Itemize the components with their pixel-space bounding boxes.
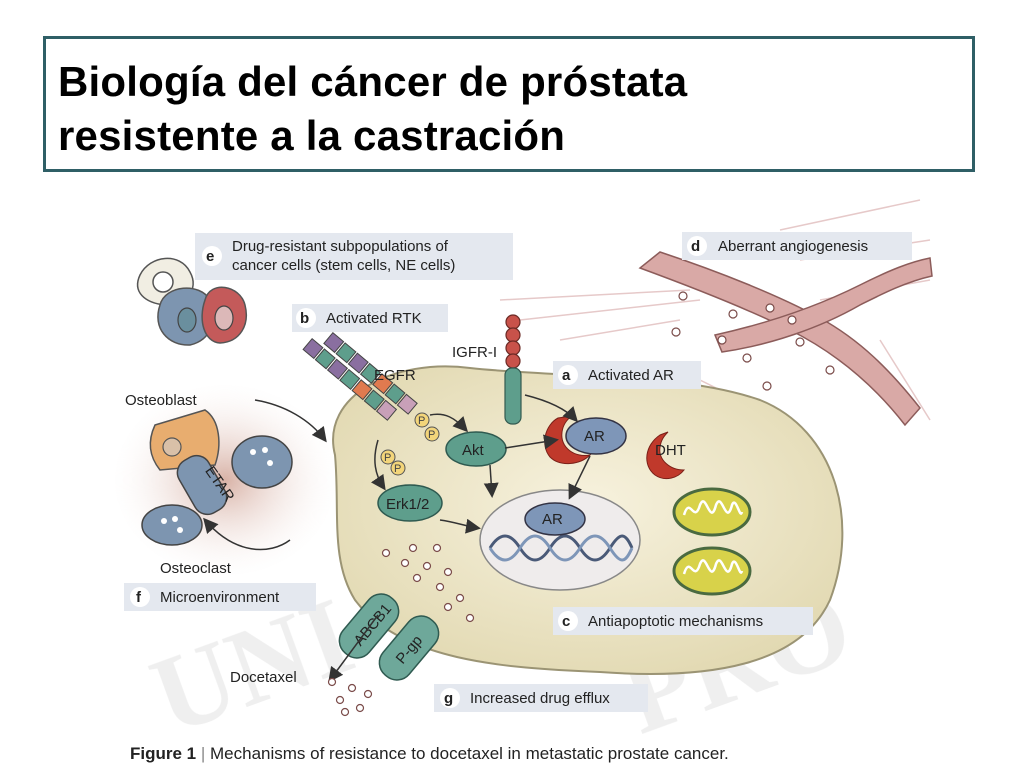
signaling-arrows (371, 394, 591, 534)
phospho-label-1: P (418, 415, 425, 427)
panel-text-d: Aberrant angiogenesis (718, 238, 868, 255)
erk-label: Erk1/2 (386, 496, 429, 513)
nuclear-ar-label: AR (542, 511, 563, 528)
panel-letter-b: b (300, 310, 309, 327)
figure-caption: Figure 1 | Mechanisms of resistance to d… (130, 744, 729, 764)
phospho-label-4: P (394, 463, 401, 475)
panel-text-g: Increased drug efflux (470, 690, 610, 707)
title-box: Biología del cáncer de próstata resisten… (43, 36, 975, 172)
panel-letter-c: c (562, 613, 570, 630)
nuclear-ar (524, 502, 586, 536)
caption-text: Mechanisms of resistance to docetaxel in… (210, 744, 729, 763)
cytoplasmic-ar (565, 417, 627, 455)
phospho-label-2: P (428, 429, 435, 441)
osteoclast-label: Osteoclast (160, 560, 232, 577)
stem-cells-cluster (136, 257, 247, 346)
title-line-1: Biología del cáncer de próstata (58, 58, 688, 105)
dht-icon (646, 431, 686, 480)
panel-text-e-line2: cancer cells (stem cells, NE cells) (232, 257, 455, 274)
panel-label-g: g Increased drug efflux (434, 684, 648, 712)
panel-letter-a: a (562, 367, 571, 384)
panel-letter-d: d (691, 238, 700, 255)
panel-label-a: a Activated AR (553, 361, 701, 389)
title-line-2: resistente a la castración (58, 112, 566, 159)
panel-label-c: c Antiapoptotic mechanisms (553, 607, 813, 635)
phospho-label-3: P (384, 452, 391, 464)
panel-text-f: Microenvironment (160, 589, 280, 606)
panel-text-a: Activated AR (588, 367, 674, 384)
cytoplasmic-ar-label: AR (584, 428, 605, 445)
panel-text-c: Antiapoptotic mechanisms (588, 613, 763, 630)
erk-node (377, 484, 443, 522)
panel-label-d: d Aberrant angiogenesis (682, 232, 912, 260)
docetaxel-molecules (327, 543, 475, 717)
egfr-label: EGFR (374, 367, 416, 384)
panel-label-f: f Microenvironment (124, 583, 316, 611)
panel-letter-e: e (206, 248, 214, 265)
akt-node (445, 431, 507, 467)
igfr-label: IGFR-I (452, 344, 497, 361)
dna-icon (488, 534, 634, 562)
panel-letter-g: g (444, 690, 453, 707)
osteoblast-label: Osteoblast (125, 392, 198, 409)
egfr-receptor: P P P P (302, 331, 440, 476)
igfr-receptor (504, 314, 522, 425)
panel-text-b: Activated RTK (326, 310, 422, 327)
akt-label: Akt (462, 442, 485, 459)
figure-number: Figure 1 (130, 744, 197, 763)
dht-label: DHT (655, 442, 686, 459)
panel-label-e: e Drug-resistant subpopulations of cance… (195, 233, 513, 280)
microenvironment: ETAR (115, 385, 335, 575)
panel-label-b: b Activated RTK (292, 304, 448, 332)
nucleus (479, 489, 641, 591)
panel-text-e-line1: Drug-resistant subpopulations of (232, 238, 449, 255)
docetaxel-label: Docetaxel (230, 669, 297, 686)
caption-separator: | (200, 744, 206, 763)
mitochondria (672, 487, 752, 596)
panel-letter-f: f (136, 589, 142, 606)
